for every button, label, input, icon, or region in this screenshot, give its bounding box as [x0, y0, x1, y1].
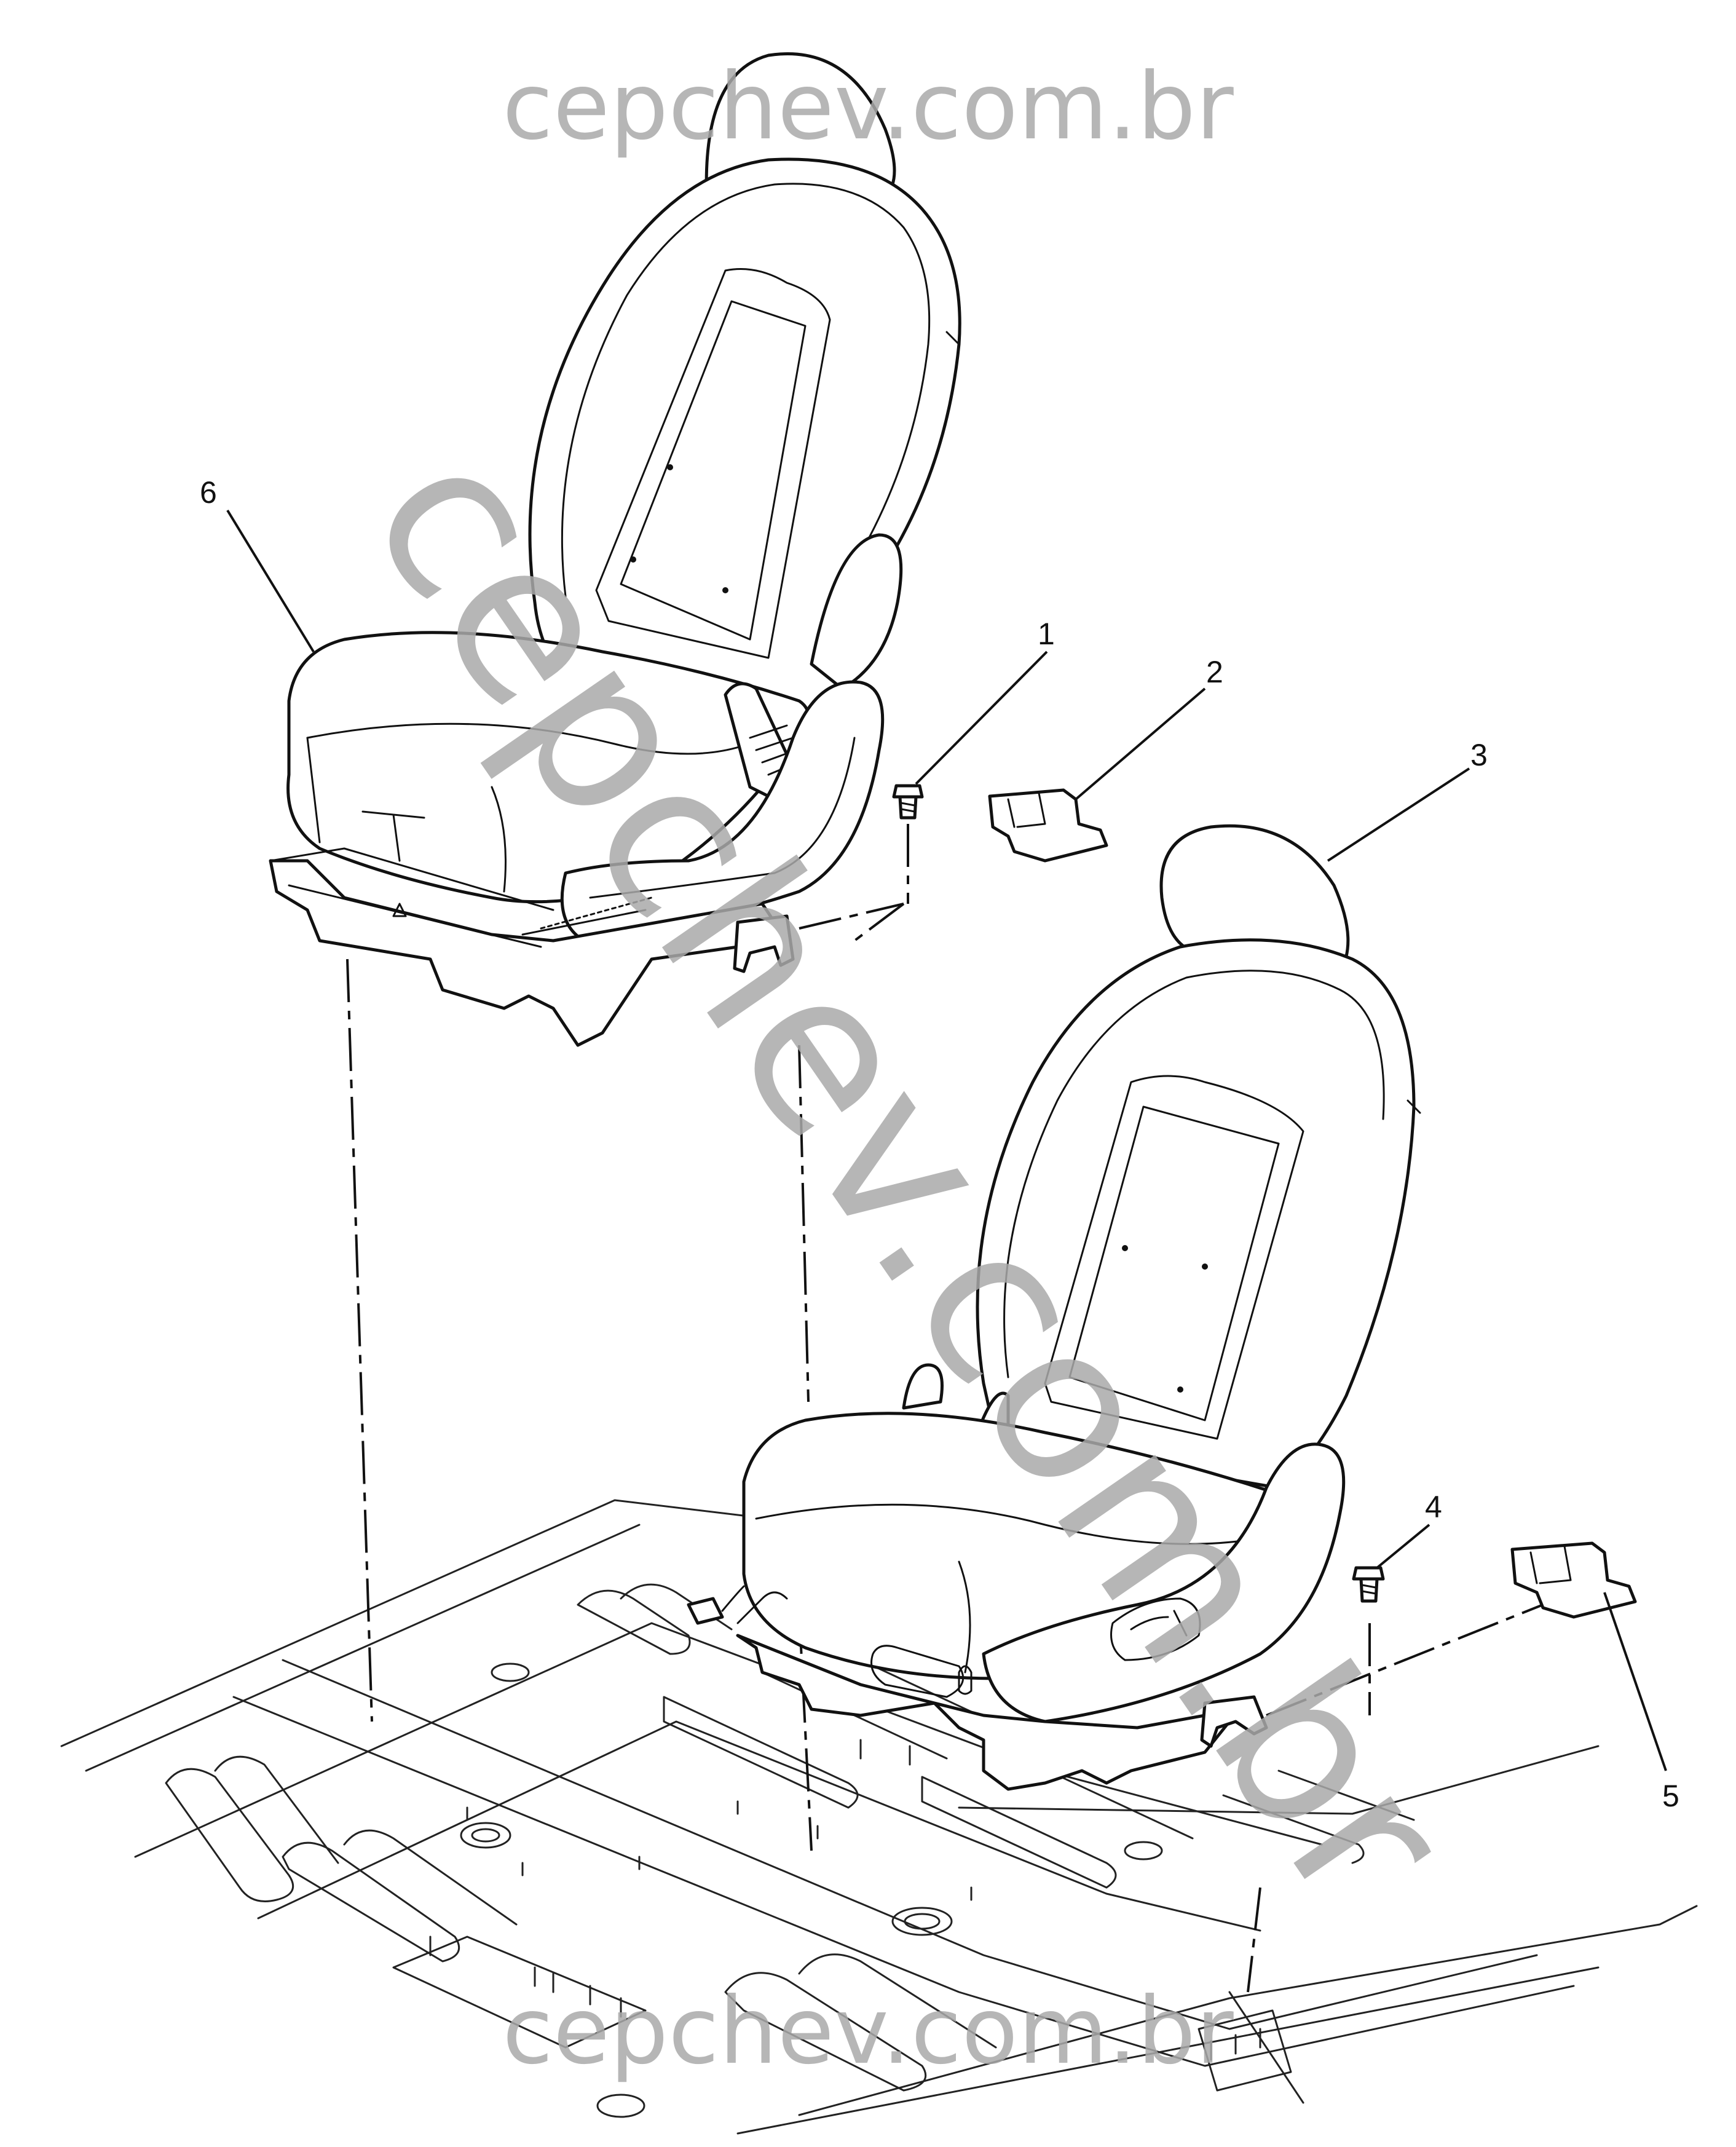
alignment-lines	[346, 824, 1544, 1993]
callout-5: 5	[1662, 1779, 1679, 1813]
callout-3: 3	[1470, 738, 1488, 772]
cover-part-5	[1510, 1541, 1637, 1619]
callout-labels: 1 2 3 4 5 6	[200, 475, 1679, 1813]
callout-2: 2	[1206, 655, 1223, 689]
floor-pan	[60, 1499, 1698, 2135]
bolt-part-4	[1352, 1566, 1385, 1603]
watermark-top: cepchev.com.br	[502, 53, 1234, 160]
callout-1: 1	[1038, 617, 1055, 651]
bolt-part-1	[892, 784, 924, 820]
seat-assembly-lower	[687, 824, 1421, 1791]
seat-track-upper	[269, 859, 776, 1047]
seat-assembly-upper	[269, 52, 961, 1047]
cover-part-2	[988, 788, 1108, 863]
seatback-panel-lower	[1044, 1075, 1304, 1440]
seat-side-trim-lower	[982, 1442, 1346, 1723]
callout-4: 4	[1425, 1490, 1442, 1524]
seatback-lower	[976, 938, 1416, 1490]
seatback-panel-upper	[595, 268, 831, 659]
watermark-bottom: cepchev.com.br	[502, 1978, 1234, 2085]
seat-track-lower	[736, 1634, 1231, 1791]
callout-6: 6	[200, 475, 217, 510]
leader-lines	[226, 509, 1667, 1771]
